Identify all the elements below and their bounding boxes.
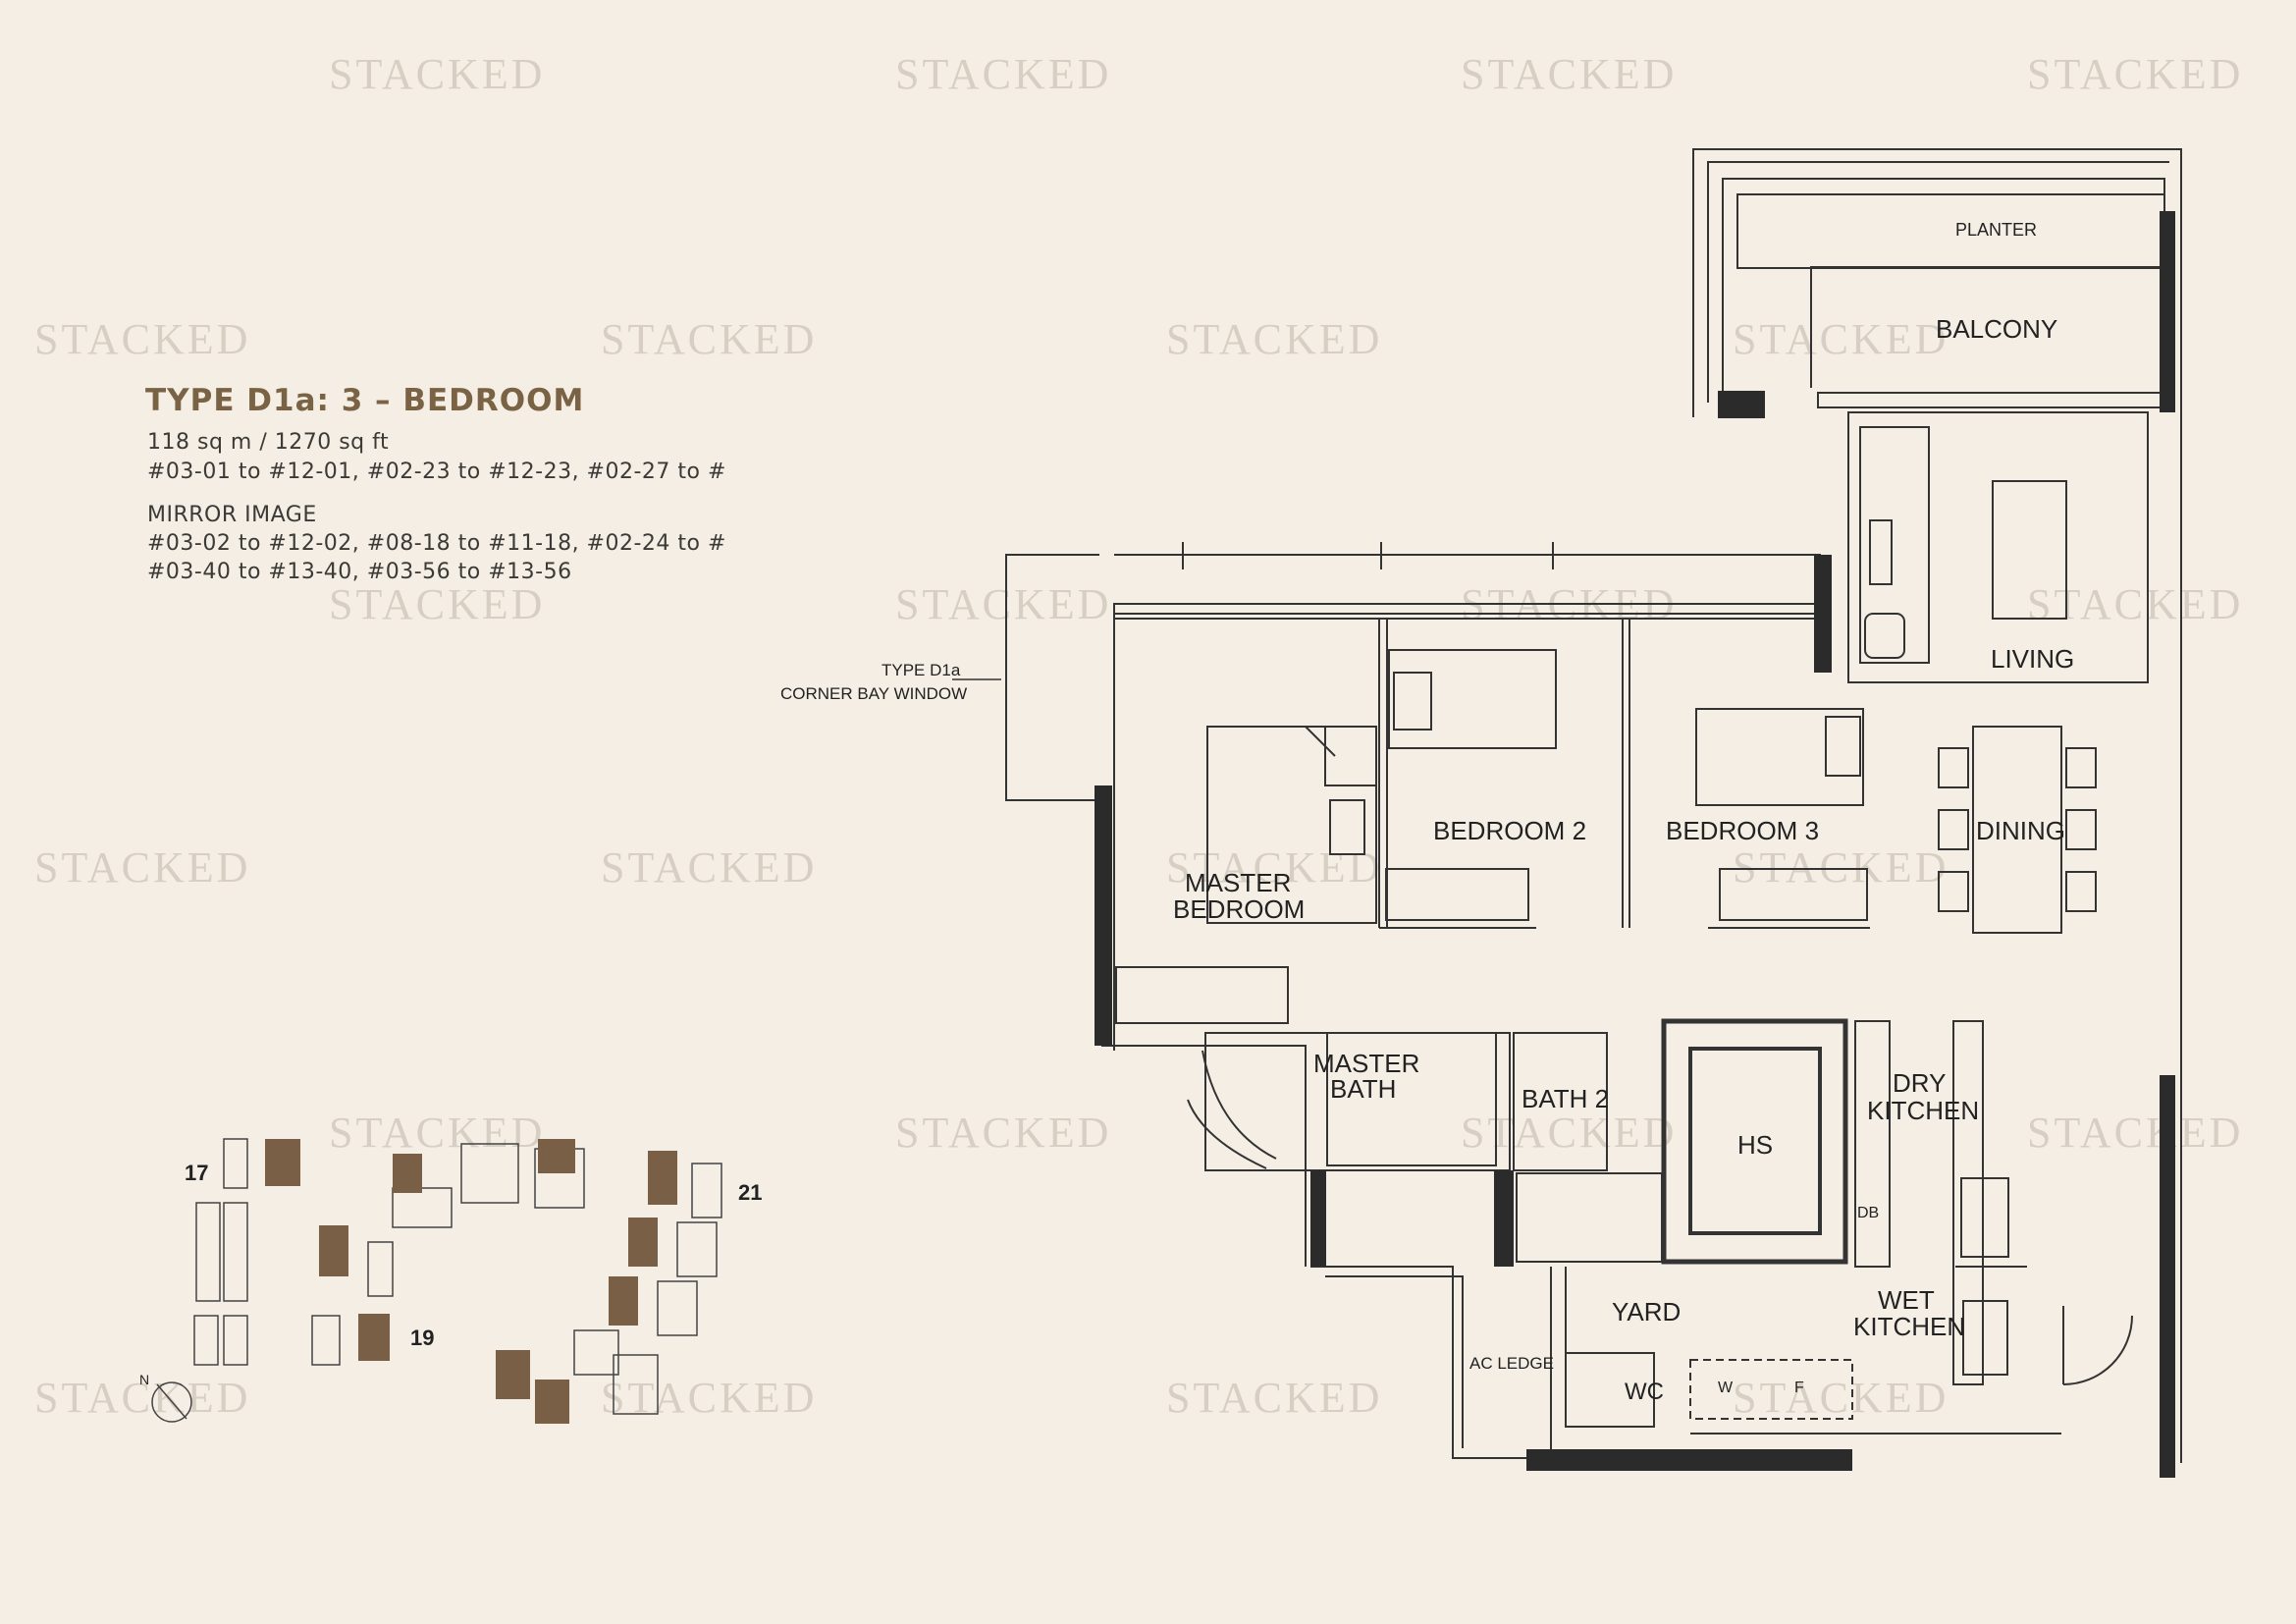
ac-ledge-label: AC LEDGE xyxy=(1469,1354,1554,1373)
unit-type-title: TYPE D1a: 3 – BEDROOM xyxy=(145,383,585,418)
key-plan-block-label: 21 xyxy=(738,1180,762,1205)
wet-kitchen-label: KITCHEN xyxy=(1853,1312,1965,1341)
dining-label: DINING xyxy=(1976,816,2065,845)
bay-window-note: CORNER BAY WINDOW xyxy=(780,684,967,703)
washer-label: W xyxy=(1718,1380,1734,1396)
north-arrow-label: N xyxy=(139,1372,149,1387)
mirror-units-line-2: #03-40 to #13-40, #03-56 to #13-56 xyxy=(147,560,572,584)
mirror-image-heading: MIRROR IMAGE xyxy=(147,503,317,527)
bath-2-label: BATH 2 xyxy=(1522,1084,1609,1113)
mirror-units-line-1: #03-02 to #12-02, #08-18 to #11-18, #02-… xyxy=(147,531,726,556)
planter-label: PLANTER xyxy=(1955,220,2037,240)
dry-kitchen-label: DRY xyxy=(1893,1068,1946,1098)
master-bath-label: MASTER xyxy=(1313,1049,1419,1078)
balcony-label: BALCONY xyxy=(1936,314,2057,344)
key-plan-block-label: 19 xyxy=(410,1326,434,1350)
living-label: LIVING xyxy=(1991,644,2074,674)
key-plan-block-label: 17 xyxy=(185,1161,208,1185)
db-label: DB xyxy=(1857,1205,1879,1221)
wc-label: WC xyxy=(1625,1379,1664,1405)
bedroom-3-label: BEDROOM 3 xyxy=(1666,816,1819,845)
unit-area: 118 sq m / 1270 sq ft xyxy=(147,430,390,455)
master-bedroom-label: BEDROOM xyxy=(1173,894,1305,924)
unit-numbers: #03-01 to #12-01, #02-23 to #12-23, #02-… xyxy=(147,460,726,484)
wet-kitchen-label: WET xyxy=(1878,1285,1935,1315)
dry-kitchen-label: KITCHEN xyxy=(1867,1096,1979,1125)
bay-window-note: TYPE D1a xyxy=(881,661,961,679)
master-bedroom-label: MASTER xyxy=(1185,868,1291,897)
yard-label: YARD xyxy=(1612,1297,1681,1326)
fridge-label: F xyxy=(1794,1380,1804,1396)
bedroom-2-label: BEDROOM 2 xyxy=(1433,816,1586,845)
master-bath-label: BATH xyxy=(1330,1074,1396,1104)
hs-label: HS xyxy=(1737,1130,1773,1160)
